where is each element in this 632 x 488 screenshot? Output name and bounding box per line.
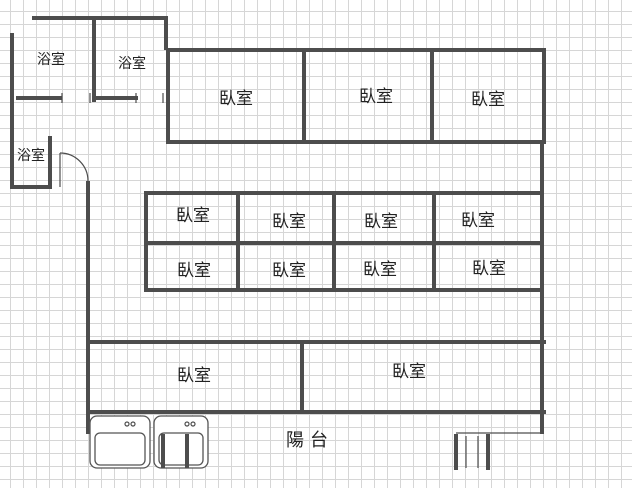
bedroom-label-mid-2: 臥室 xyxy=(272,212,306,232)
bathroom-label-top-mid: 浴室 xyxy=(118,55,146,72)
bedroom-label-mid-4: 臥室 xyxy=(461,211,495,231)
bedroom-label-low-3: 臥室 xyxy=(363,260,397,280)
bathroom-label-left: 浴室 xyxy=(17,147,45,164)
bathroom-label-top-left: 浴室 xyxy=(37,51,65,68)
sink-right xyxy=(153,415,209,469)
entry-door xyxy=(59,152,89,187)
bottom-room-walls xyxy=(86,340,546,414)
balcony-area xyxy=(87,412,540,470)
bedroom-label-low-4: 臥室 xyxy=(472,259,506,279)
bedroom-label-low-2: 臥室 xyxy=(272,261,306,281)
bedroom-label-mid-1: 臥室 xyxy=(176,206,210,226)
bathroom-walls xyxy=(10,16,168,189)
sink-left xyxy=(89,415,151,469)
bedroom-label-top-2: 臥室 xyxy=(359,87,393,107)
balcony-label: 陽台 xyxy=(286,430,334,451)
outer-walls xyxy=(86,48,546,434)
bedroom-label-mid-3: 臥室 xyxy=(364,212,398,232)
bedroom-label-top-1: 臥室 xyxy=(219,89,253,109)
bedroom-label-low-1: 臥室 xyxy=(177,261,211,281)
bedroom-label-bottom-1: 臥室 xyxy=(177,366,211,386)
bedroom-label-bottom-2: 臥室 xyxy=(392,362,426,382)
bedroom-label-top-3: 臥室 xyxy=(471,90,505,110)
middle-room-walls xyxy=(144,191,544,292)
